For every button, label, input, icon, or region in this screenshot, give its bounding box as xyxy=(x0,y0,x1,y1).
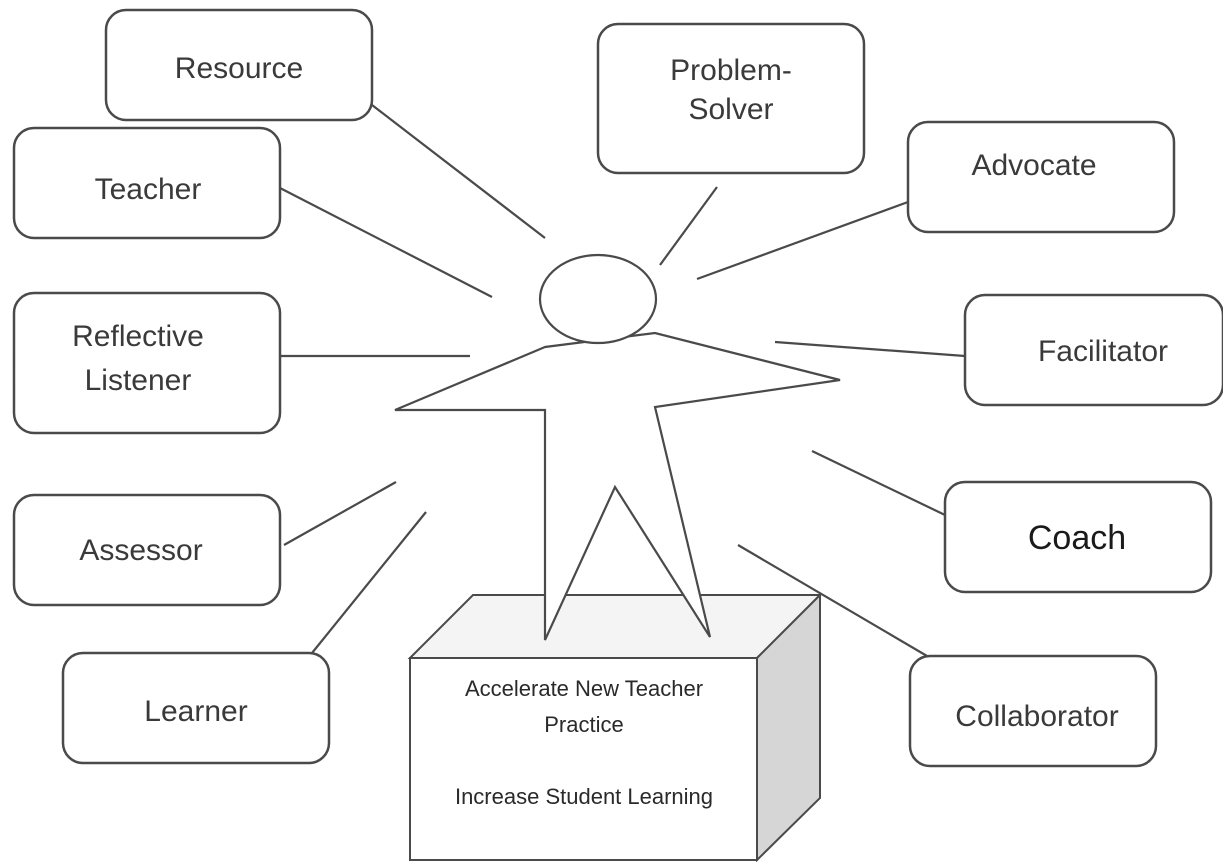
connector-coach xyxy=(811,450,946,516)
pedestal-goal-line-2: Practice xyxy=(544,712,623,737)
connector-assessor xyxy=(283,481,397,546)
role-collaborator: Collaborator xyxy=(908,654,1158,768)
pedestal-goal-line-3: Increase Student Learning xyxy=(455,784,713,809)
role-label-advocate: Advocate xyxy=(971,149,1096,182)
role-label-collaborator: Collaborator xyxy=(955,700,1118,733)
role-label-coach: Coach xyxy=(1028,519,1126,557)
pedestal-front-face xyxy=(409,657,758,861)
pedestal-box: Accelerate New Teacher Practice Increase… xyxy=(407,592,823,862)
role-teacher: Teacher xyxy=(12,126,282,240)
role-label-facilitator: Facilitator xyxy=(1038,335,1168,368)
connector-advocate xyxy=(696,200,909,281)
role-advocate: Advocate xyxy=(906,120,1176,234)
connector-teacher xyxy=(279,187,493,298)
role-assessor: Assessor xyxy=(12,493,282,607)
role-label-problem-solver-1: Problem- xyxy=(670,54,792,87)
connectors xyxy=(279,104,966,657)
figure-body xyxy=(394,331,841,641)
role-label-resource: Resource xyxy=(175,52,303,85)
role-learner: Learner xyxy=(61,651,331,765)
role-label-learner: Learner xyxy=(144,695,247,728)
connector-learner xyxy=(311,511,427,654)
role-facilitator: Facilitator xyxy=(963,293,1223,407)
connector-collaborator xyxy=(737,544,928,657)
role-problem-solver: Problem- Solver xyxy=(596,22,866,175)
role-reflective-listener: Reflective Listener xyxy=(12,291,282,435)
role-label-assessor: Assessor xyxy=(79,534,202,567)
connector-problem-solver xyxy=(659,186,718,266)
role-coach: Coach xyxy=(943,480,1213,594)
connector-facilitator xyxy=(774,340,966,358)
connector-resource xyxy=(371,104,546,239)
role-label-teacher: Teacher xyxy=(95,173,202,206)
pedestal-goal-line-1: Accelerate New Teacher xyxy=(465,676,703,701)
role-label-problem-solver-2: Solver xyxy=(688,93,773,126)
pedestal-top-face xyxy=(407,594,823,659)
role-label-reflective-listener-2: Listener xyxy=(85,364,192,397)
role-resource: Resource xyxy=(104,8,374,122)
role-label-reflective-listener-1: Reflective xyxy=(72,320,204,353)
figure-head xyxy=(538,253,658,345)
mentor-figure xyxy=(394,253,841,641)
